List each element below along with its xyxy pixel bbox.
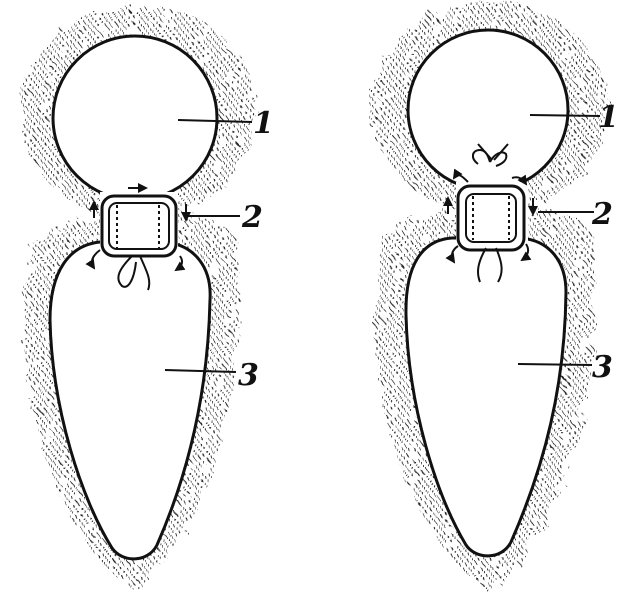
label-2-right: 2 — [591, 197, 613, 232]
label-1-right: 1 — [598, 100, 618, 135]
figure-right: 1 2 3 — [372, 2, 618, 592]
upper-sac — [408, 30, 568, 190]
label-3-left: 3 — [238, 358, 259, 393]
figure-left: 1 2 3 — [20, 4, 274, 590]
label-2-left: 2 — [241, 200, 263, 235]
label-1-left: 1 — [253, 106, 274, 141]
upper-sac — [53, 36, 217, 200]
label-3-right: 3 — [592, 350, 613, 385]
